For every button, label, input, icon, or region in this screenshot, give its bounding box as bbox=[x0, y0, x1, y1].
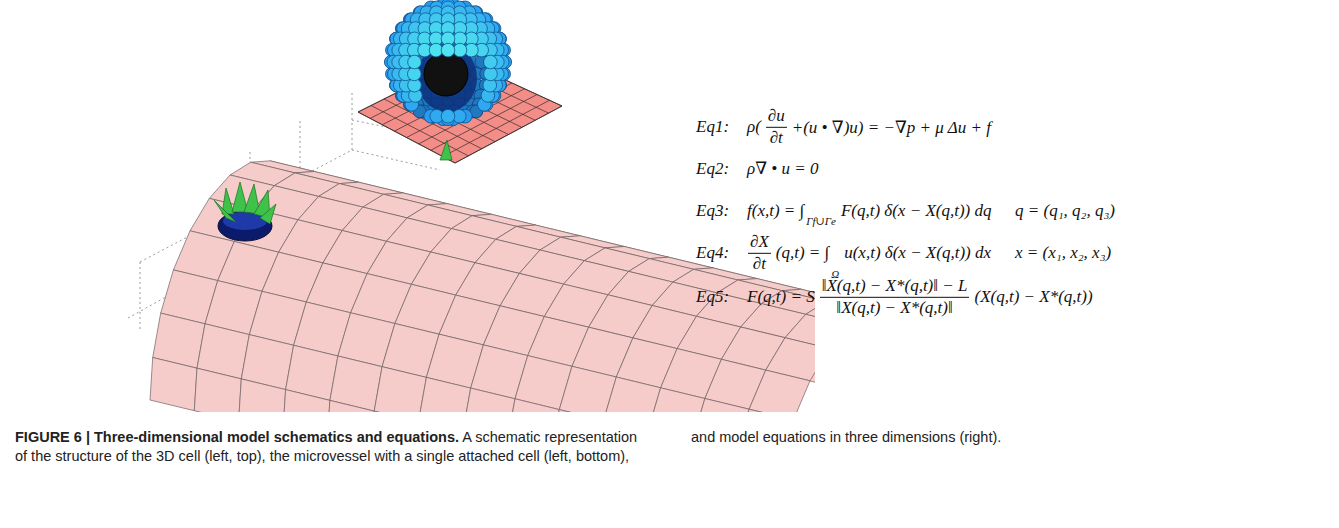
membrane-bead bbox=[441, 43, 455, 57]
equation-row: x = (x₁, x₂, x₃) bbox=[1013, 243, 1113, 263]
membrane-bead bbox=[453, 43, 467, 57]
equation-row: Eq2:ρ∇ • u = 0 bbox=[696, 158, 820, 179]
numerator: ∂X bbox=[748, 233, 771, 254]
equation-term: f(x,t) = ∫ bbox=[747, 201, 804, 221]
plate-line bbox=[455, 106, 562, 163]
vessel-facet bbox=[463, 388, 515, 412]
equation-row: Eq1:ρ(∂u∂t+(u • ∇)u) = −∇p + μ Δu + f bbox=[696, 107, 993, 147]
vessel-facet bbox=[551, 410, 603, 412]
vessel-facet bbox=[736, 409, 793, 412]
equation-term: +(u • ∇)u) = −∇p + μ Δu + f bbox=[792, 117, 991, 138]
equation-row: Eq3:f(x,t) = ∫Γf∪ΓeF(q,t) δ(x − X(q,t)) … bbox=[696, 201, 993, 221]
vessel-facet bbox=[150, 358, 197, 411]
equation-number: Eq3: bbox=[696, 201, 745, 221]
membrane-bead bbox=[408, 56, 421, 69]
receptor-spike bbox=[214, 200, 236, 222]
equation-term: q = (q₁, q₂, q₃) bbox=[1015, 201, 1115, 221]
membrane-bead bbox=[484, 55, 498, 69]
equation-number: Eq5: bbox=[696, 287, 745, 307]
equation-term: x = (x₁, x₂, x₃) bbox=[1015, 243, 1111, 263]
receptor-spike bbox=[440, 140, 452, 160]
denominator: ∂t bbox=[751, 254, 768, 274]
equation-row: q = (q₁, q₂, q₃) bbox=[1013, 201, 1117, 221]
denominator: ∂t bbox=[768, 128, 785, 148]
attached-cell bbox=[214, 182, 276, 241]
equation-number: Eq1: bbox=[696, 117, 745, 137]
equation-term: F(q,t) = S bbox=[747, 287, 815, 307]
vessel-facet bbox=[239, 379, 286, 412]
vessel-facet bbox=[371, 411, 418, 412]
fraction: ∂X∂t bbox=[748, 233, 771, 273]
denominator: ‖X(q,t) − X*(q,t)‖ bbox=[834, 298, 954, 318]
vessel-facet bbox=[749, 370, 810, 412]
vessel-facet bbox=[692, 399, 749, 413]
fraction: ∂u∂t bbox=[766, 107, 787, 147]
vessel-facet bbox=[604, 377, 661, 412]
vessel-facet bbox=[648, 388, 705, 412]
figure-title: FIGURE 6 | Three-dimensional model schem… bbox=[15, 429, 459, 445]
equation-term: u(x,t) δ(x − X(q,t)) dx bbox=[844, 243, 991, 263]
equation-term: ρ∇ • u = 0 bbox=[747, 158, 818, 179]
vessel-facet bbox=[327, 400, 374, 412]
membrane-bead bbox=[441, 109, 455, 123]
grid-line bbox=[352, 150, 440, 170]
figure-caption: FIGURE 6 | Three-dimensional model schem… bbox=[15, 428, 1325, 466]
membrane-bead bbox=[408, 55, 422, 69]
equation-term: F(q,t) δ(x − X(q,t)) dq bbox=[841, 201, 992, 221]
equation-term: (q,t) = ∫ bbox=[776, 243, 829, 263]
nucleus bbox=[424, 52, 468, 96]
grid-line bbox=[140, 262, 141, 330]
membrane-bead bbox=[429, 43, 443, 57]
grid-line bbox=[352, 92, 353, 150]
microvessel bbox=[150, 161, 815, 412]
equation-number: Eq2: bbox=[696, 158, 745, 178]
equation-number: Eq4: bbox=[696, 243, 745, 263]
vessel-facet bbox=[283, 390, 330, 412]
equation-term: ρ( bbox=[747, 117, 761, 137]
fraction: ‖X(q,t) − X*(q,t)‖ − L‖X(q,t) − X*(q,t)‖ bbox=[820, 277, 970, 317]
equation-row: Eq5:F(q,t) = S‖X(q,t) − X*(q,t)‖ − L‖X(q… bbox=[696, 277, 1095, 317]
numerator: ‖X(q,t) − X*(q,t)‖ − L bbox=[820, 277, 970, 298]
vessel-facet bbox=[374, 367, 426, 412]
receptor-spike bbox=[260, 204, 276, 224]
equation-term: (X(q,t) − X*(q,t)) bbox=[974, 287, 1092, 307]
cell-3d bbox=[385, 0, 512, 125]
vessel-facet bbox=[507, 399, 559, 412]
numerator: ∂u bbox=[766, 107, 787, 128]
integral-limit: Γf∪Γe bbox=[806, 215, 836, 228]
membrane-bead bbox=[484, 56, 497, 69]
vessel-facet bbox=[194, 368, 241, 412]
equation-row: Eq4:∂X∂t(q,t) = ∫Ωu(x,t) δ(x − X(q,t)) d… bbox=[696, 233, 993, 273]
vessel-facet bbox=[418, 377, 470, 412]
